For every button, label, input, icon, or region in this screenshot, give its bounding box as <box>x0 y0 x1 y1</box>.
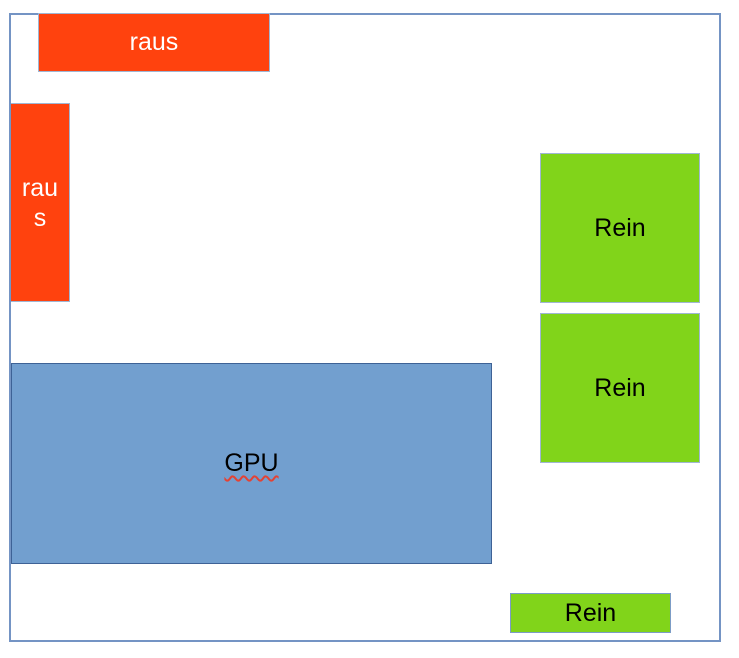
shape-gpu[interactable]: GPU <box>11 363 492 564</box>
shape-raus-left-label: raus <box>21 173 59 232</box>
shape-raus-top[interactable]: raus <box>38 13 270 72</box>
shape-rein-2-label: Rein <box>594 373 646 402</box>
shape-gpu-label: GPU <box>224 449 279 477</box>
shape-rein-bottom-label: Rein <box>564 598 617 627</box>
shape-rein-2[interactable]: Rein <box>540 313 700 463</box>
shape-rein-1[interactable]: Rein <box>540 153 700 303</box>
shape-rein-bottom[interactable]: Rein <box>510 593 671 633</box>
shape-raus-top-label: raus <box>129 28 179 56</box>
shape-rein-1-label: Rein <box>594 213 646 242</box>
shape-raus-left[interactable]: raus <box>11 103 70 302</box>
